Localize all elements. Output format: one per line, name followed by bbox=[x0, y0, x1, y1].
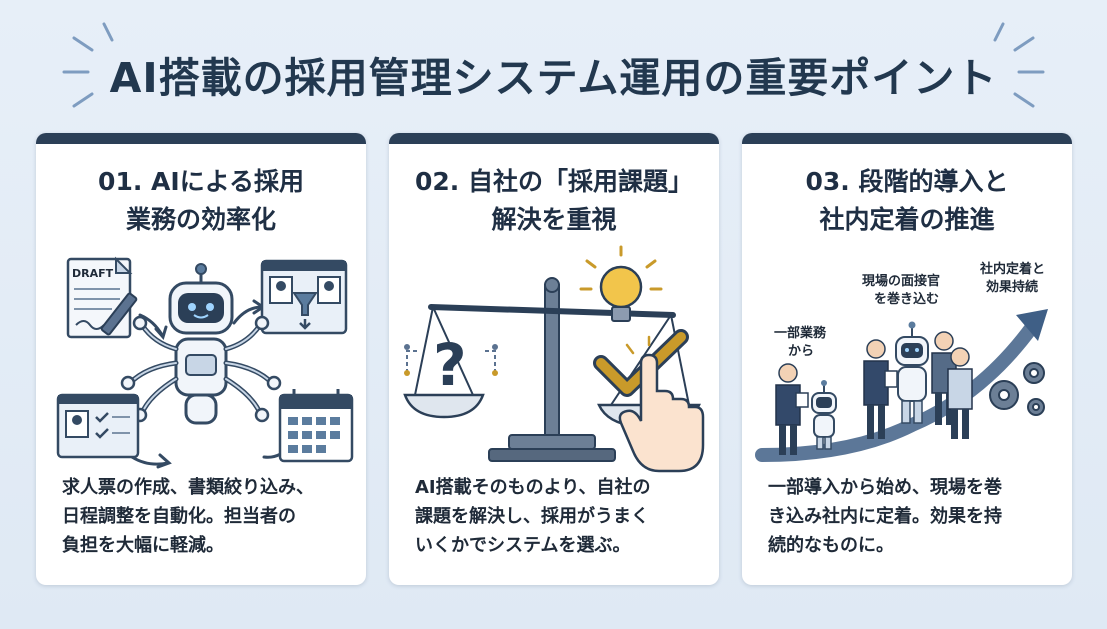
team-group-icon bbox=[863, 321, 973, 439]
svg-text:?: ? bbox=[433, 331, 467, 399]
card-heading-line1: 02. 自社の「採用課題」 bbox=[415, 167, 693, 196]
card-body: 求人票の作成、書類絞り込み、 日程調整を自動化。担当者の 負担を大幅に軽減。 bbox=[62, 473, 352, 560]
card-body-line3: いくかでシステムを選ぶ。 bbox=[415, 535, 631, 556]
step2-label-line2: を巻き込む bbox=[874, 291, 939, 307]
card-body-line3: 続的なものに。 bbox=[768, 535, 894, 556]
card-heading: 02. 自社の「採用課題」 解決を重視 bbox=[389, 163, 719, 239]
robot-automation-illustration: DRAFT bbox=[56, 256, 354, 469]
balance-scale-illustration: ? bbox=[403, 245, 705, 473]
card-heading-line1: 03. 段階的導入と bbox=[805, 167, 1009, 196]
card-ai-efficiency: 01. AIによる採用 業務の効率化 DRAFT bbox=[36, 133, 366, 585]
card-heading-line2: 解決を重視 bbox=[491, 205, 617, 234]
pointing-hand-icon bbox=[618, 335, 705, 473]
card-body-line1: 一部導入から始め、現場を巻 bbox=[768, 477, 1002, 498]
step2-label-line1: 現場の面接官 bbox=[862, 273, 940, 289]
card-heading-line2: 社内定着の推進 bbox=[819, 205, 995, 234]
card-heading-line1: 01. AIによる採用 bbox=[98, 167, 304, 196]
card-body-line3: 負担を大幅に軽減。 bbox=[62, 535, 224, 556]
card-phased-rollout: 03. 段階的導入と 社内定着の推進 一部業務 から 現場の面接官 を巻き込む … bbox=[742, 133, 1072, 585]
card-top-bar bbox=[742, 133, 1072, 144]
checkmark-icon bbox=[593, 329, 689, 397]
step3-label-line2: 効果持続 bbox=[986, 279, 1038, 295]
candidate-filter-icon bbox=[260, 259, 348, 335]
page-title: AI搭載の採用管理システム運用の重要ポイント bbox=[109, 54, 998, 102]
card-body-line1: AI搭載そのものより、自社の bbox=[415, 477, 651, 498]
card-body-line2: 日程調整を自動化。担当者の bbox=[62, 506, 296, 527]
card-body-line2: き込み社内に定着。効果を持 bbox=[768, 506, 1002, 527]
card-body-line1: 求人票の作成、書類絞り込み、 bbox=[62, 477, 314, 498]
growth-path bbox=[755, 320, 1039, 462]
card-body-line2: 課題を解決し、採用がうまく bbox=[415, 506, 649, 527]
step1-label-line1: 一部業務 bbox=[774, 325, 827, 341]
person-icon bbox=[775, 363, 809, 455]
lightbulb-icon bbox=[579, 245, 663, 322]
card-top-bar bbox=[389, 133, 719, 144]
card-heading: 01. AIによる採用 業務の効率化 bbox=[36, 163, 366, 239]
step3-label-line1: 社内定着と bbox=[979, 261, 1045, 277]
gears-icon bbox=[989, 362, 1045, 416]
card-body: 一部導入から始め、現場を巻 き込み社内に定着。効果を持 続的なものに。 bbox=[768, 473, 1058, 560]
card-body: AI搭載そのものより、自社の 課題を解決し、採用がうまく いくかでシステムを選ぶ… bbox=[415, 473, 705, 560]
rollout-steps-illustration: 一部業務 から 現場の面接官 を巻き込む 社内定着と 効果持続 bbox=[755, 261, 1048, 462]
draft-label: DRAFT bbox=[72, 267, 114, 280]
calendar-icon bbox=[278, 389, 354, 463]
card-heading-line2: 業務の効率化 bbox=[125, 205, 276, 234]
decorative-rays bbox=[62, 22, 1045, 108]
card-solve-recruiting-issues: 02. 自社の「採用課題」 解決を重視 ? bbox=[389, 133, 719, 585]
small-robot-icon bbox=[811, 380, 837, 450]
card-top-bar bbox=[36, 133, 366, 144]
step1-label-line2: から bbox=[788, 344, 814, 359]
draft-document-icon: DRAFT bbox=[66, 256, 133, 339]
profile-checklist-icon bbox=[56, 393, 140, 459]
growth-arrow-icon bbox=[1016, 309, 1048, 341]
title-area: AI搭載の採用管理システム運用の重要ポイント bbox=[0, 0, 1107, 130]
card-heading: 03. 段階的導入と 社内定着の推進 bbox=[742, 163, 1072, 239]
question-mark-icon: ? bbox=[404, 331, 498, 399]
robot-icon bbox=[120, 263, 282, 425]
pen-icon bbox=[100, 292, 138, 336]
